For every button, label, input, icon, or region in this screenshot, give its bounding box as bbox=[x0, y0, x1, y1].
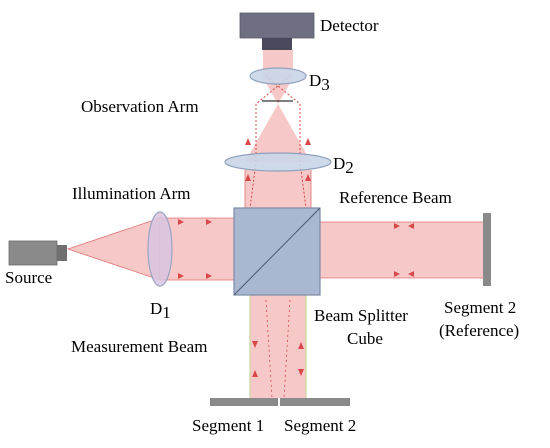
measurement-ray-right bbox=[283, 299, 291, 399]
lens-d2 bbox=[224, 152, 332, 172]
segment2-reference-label-line1: Segment 2 bbox=[444, 298, 516, 317]
source-icon bbox=[8, 240, 67, 266]
source-label: Source bbox=[5, 268, 52, 287]
measurement-ray-left bbox=[265, 299, 273, 399]
d3-label: D3 bbox=[309, 71, 330, 94]
detector-icon bbox=[239, 12, 315, 50]
source-cone-beam bbox=[66, 217, 161, 281]
lens-d1 bbox=[147, 211, 173, 287]
segment-1-mirror bbox=[210, 398, 278, 406]
dotted-ray-left bbox=[265, 75, 307, 209]
beam-splitter-cube bbox=[233, 207, 321, 296]
dotted-ray-right bbox=[249, 75, 291, 209]
lens-d3 bbox=[249, 67, 307, 85]
beam-arrows bbox=[178, 138, 414, 377]
observation-arm-label: Observation Arm bbox=[81, 97, 199, 116]
reference-beam-label: Reference Beam bbox=[339, 188, 452, 207]
segment2-label: Segment 2 bbox=[284, 416, 356, 435]
segment1-label: Segment 1 bbox=[192, 416, 264, 435]
measurement-beam bbox=[250, 295, 306, 398]
measurement-beam-label: Measurement Beam bbox=[71, 337, 207, 356]
illumination-arm-label: Illumination Arm bbox=[72, 184, 191, 203]
beam-splitter-label-line2: Cube bbox=[347, 329, 383, 348]
reference-mirror bbox=[483, 213, 491, 286]
d1-label: D1 bbox=[150, 299, 171, 322]
d2-label: D2 bbox=[333, 154, 354, 177]
observation-converging-cone bbox=[245, 104, 311, 162]
reference-beam bbox=[320, 222, 483, 278]
observation-beam-lower bbox=[245, 170, 311, 208]
segment-2-mirror bbox=[280, 398, 350, 406]
beam-splitter-label-line1: Beam Splitter bbox=[314, 306, 408, 325]
segment2-reference-label-line2: (Reference) bbox=[439, 321, 519, 340]
detector-label: Detector bbox=[320, 16, 379, 35]
